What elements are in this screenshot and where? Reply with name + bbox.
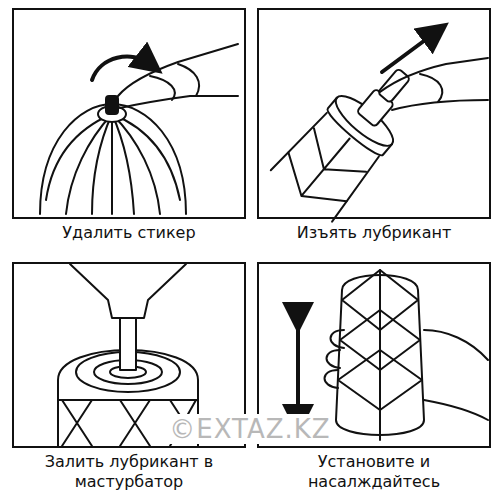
instruction-panel: Изъять лубрикант: [257, 8, 491, 219]
pull-arrow: [382, 32, 436, 72]
step-caption: Установите и насалждайтесь: [272, 452, 477, 492]
motion-arrow: [296, 318, 300, 420]
cup-tilted: [271, 48, 435, 222]
lube-bottle: [70, 264, 186, 370]
cup-upright: [336, 270, 424, 440]
step-caption: Удалить стикер: [27, 223, 232, 243]
turn-arrow: [92, 57, 150, 80]
step-caption: Изъять лубрикант: [272, 223, 477, 243]
hand: [380, 58, 488, 110]
hand: [325, 330, 489, 420]
hand: [118, 44, 238, 108]
step-caption: Залить лубрикант в мастурбатор: [27, 452, 232, 492]
instruction-panel: Удалить стикер: [12, 8, 246, 219]
watermark: ©EXTAZ.KZ: [166, 414, 333, 444]
cup-dome: [40, 96, 186, 214]
